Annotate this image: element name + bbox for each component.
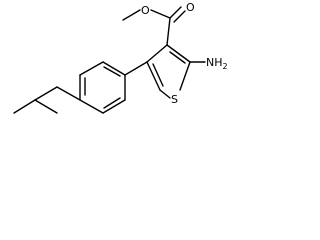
bond-aryl-thiophene bbox=[124, 61, 148, 76]
thiophene-bond-s-c5 bbox=[159, 89, 171, 99]
benzene-bond-3 bbox=[102, 61, 126, 76]
bond-ch2-aryl bbox=[56, 86, 81, 101]
benzene-bond-2 bbox=[79, 61, 104, 76]
thiophene-bond-c2-s bbox=[179, 61, 191, 91]
benzene-bond-6 bbox=[79, 99, 104, 114]
atom-label-ester-oxygen: O bbox=[141, 4, 150, 17]
benzene-ring bbox=[79, 61, 126, 114]
bond-carbonyl-double-a bbox=[169, 6, 182, 19]
chemical-structure: O O NH2 S bbox=[13, 1, 228, 114]
bond-carbonyl-ester-o bbox=[150, 9, 171, 19]
bond-ch-ch2 bbox=[34, 86, 58, 101]
bond-carbonyl-double-b bbox=[173, 10, 186, 23]
thiophene-double-c4-c5 bbox=[152, 63, 164, 87]
thiophene-bond-c5-c4 bbox=[146, 61, 161, 91]
amino-nh: NH bbox=[206, 56, 223, 69]
amino-subscript: 2 bbox=[223, 62, 228, 71]
benzene-bond-5 bbox=[102, 99, 126, 114]
thiophene-ring bbox=[146, 44, 191, 99]
benzene-double-3 bbox=[103, 97, 121, 109]
atom-label-sulfur: S bbox=[171, 93, 178, 106]
thiophene-bond-c4-c3 bbox=[146, 44, 168, 63]
bond-c3-carbonyl bbox=[166, 17, 171, 46]
benzene-double-2 bbox=[103, 66, 121, 77]
isobutyl-group bbox=[13, 86, 81, 114]
bond-ch3-a bbox=[13, 99, 36, 114]
atom-label-amino: NH2 bbox=[206, 56, 228, 71]
atom-label-carbonyl-oxygen: O bbox=[186, 1, 195, 14]
thiophene-bond-c3-c2 bbox=[166, 44, 191, 63]
thiophene-double-c2-c3 bbox=[169, 51, 186, 64]
methyl-ester-group bbox=[122, 6, 186, 46]
bond-ch3-b bbox=[34, 99, 58, 114]
bond-ester-o-methyl bbox=[122, 9, 141, 21]
